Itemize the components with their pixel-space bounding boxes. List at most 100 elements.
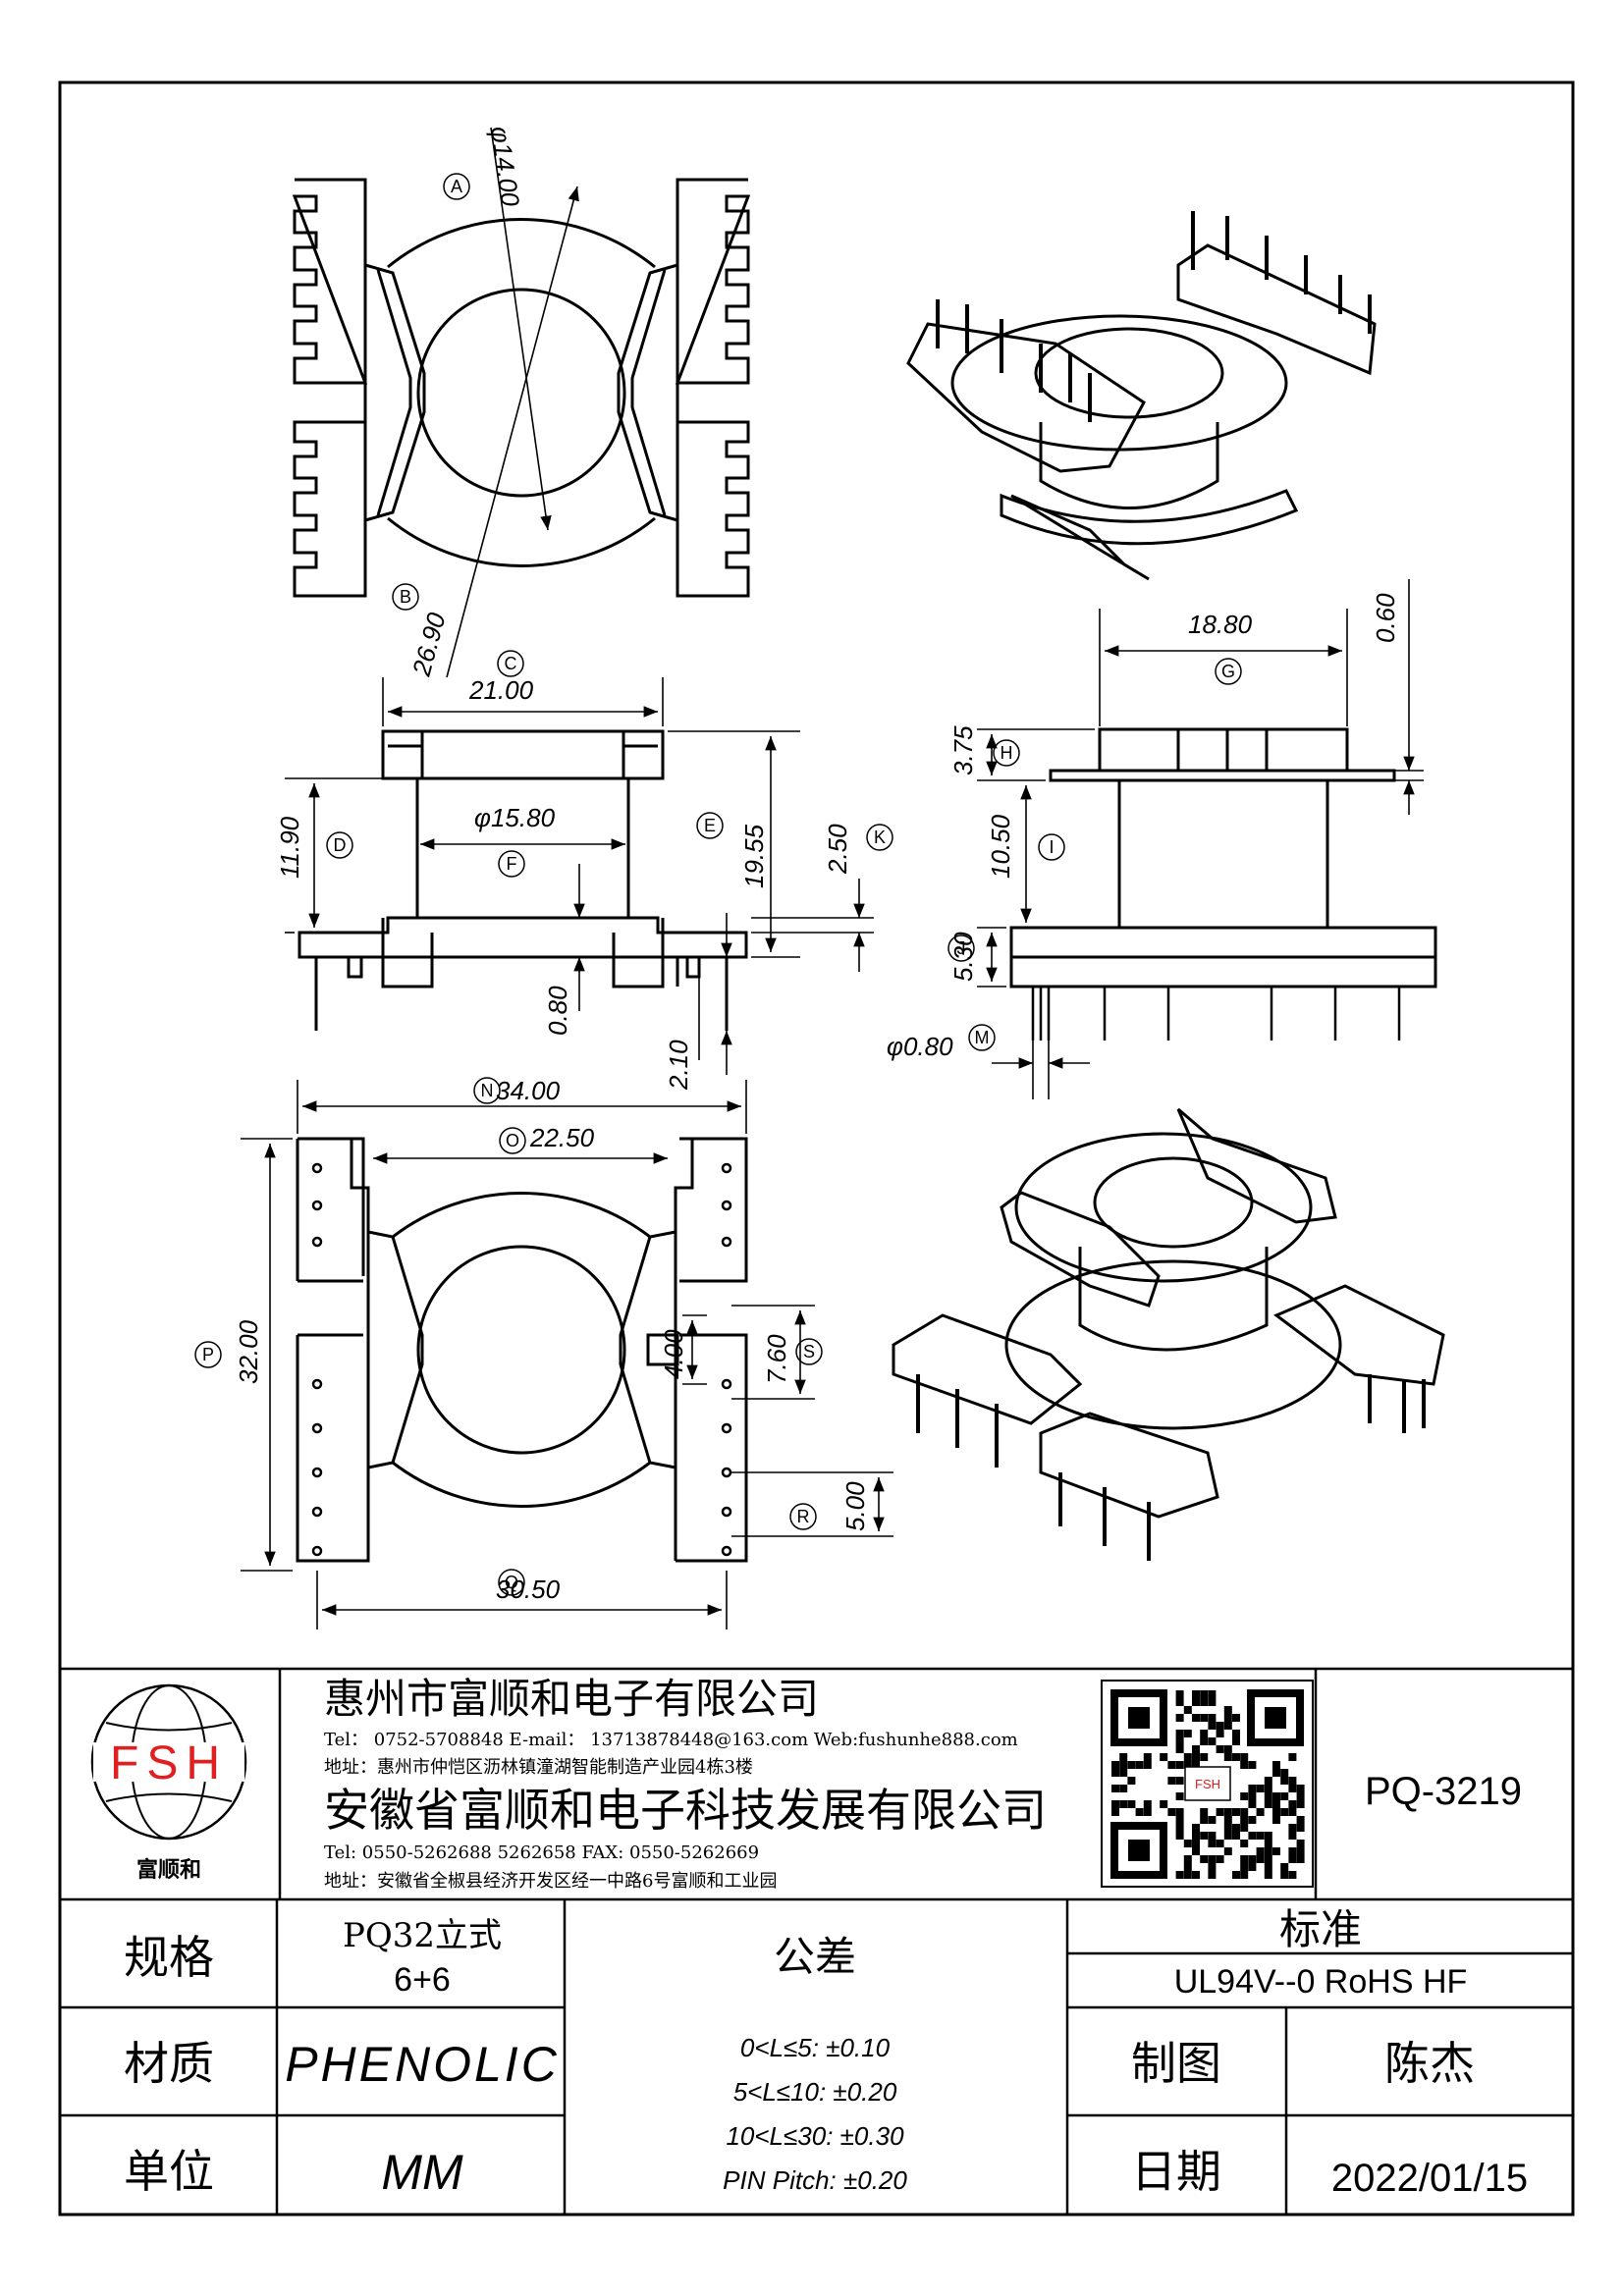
- dim-g-18-80: 18.80: [1188, 610, 1253, 639]
- qr-cell: [1288, 1753, 1297, 1761]
- qr-cell: [1216, 1722, 1224, 1730]
- qr-cell: [1208, 1737, 1217, 1745]
- qr-cell: [1175, 1730, 1184, 1737]
- qr-cell: [1175, 1816, 1184, 1824]
- unit-value: MM: [381, 2145, 463, 2200]
- qr-cell: [1288, 1800, 1297, 1808]
- qr-cell: [1167, 1777, 1176, 1785]
- qr-cell: [1135, 1808, 1144, 1816]
- dim-l-2-10: 2.10: [664, 1040, 693, 1091]
- qr-cell: [1111, 1808, 1119, 1816]
- qr-cell: [1232, 1753, 1240, 1761]
- svg-text:J: J: [957, 938, 966, 958]
- svg-text:P: P: [202, 1345, 214, 1364]
- qr-cell: [1223, 1706, 1232, 1714]
- qr-cell: [1272, 1761, 1280, 1769]
- qr-cell: [1223, 1808, 1232, 1816]
- qr-cell: [1208, 1840, 1217, 1847]
- svg-text:K: K: [874, 828, 886, 847]
- qr-cell: [1175, 1871, 1184, 1879]
- qr-cell: [1240, 1808, 1249, 1816]
- qr-cell: [1192, 1745, 1200, 1753]
- qr-cell: [1183, 1871, 1192, 1879]
- qr-cell: [1216, 1840, 1224, 1847]
- qr-cell: [1192, 1847, 1200, 1855]
- logo-text: FSH: [110, 1737, 228, 1789]
- dim-b-26-90: 26.90: [406, 609, 452, 679]
- qr-cell: [1175, 1714, 1184, 1722]
- title-block: [60, 1667, 1573, 2215]
- qr-cell: [1232, 1832, 1240, 1840]
- contact-2: Tel: 0550-5262688 5262658 FAX: 0550-5262…: [324, 1842, 759, 1863]
- qr-cell: [1264, 1792, 1272, 1800]
- qr-cell: [1288, 1855, 1297, 1863]
- qr-cell: [1208, 1855, 1217, 1863]
- qr-cell: [1200, 1698, 1209, 1706]
- company-1: 惠州市富顺和电子有限公司: [324, 1675, 819, 1723]
- qr-cell: [1296, 1792, 1305, 1800]
- qr-cell: [1175, 1761, 1184, 1769]
- qr-cell: [1240, 1824, 1249, 1832]
- qr-cell: [1127, 1761, 1136, 1769]
- qr-cell: [1240, 1753, 1249, 1761]
- dim-o-22-50: 22.50: [529, 1123, 595, 1152]
- qr-cell: [1280, 1808, 1289, 1816]
- spec-label: 规格: [124, 1931, 214, 1984]
- qr-cell: [1111, 1761, 1119, 1769]
- circle-label-letters: AB CD EF KG HI JM NO PQ RS: [202, 177, 1235, 1592]
- qr-cell: [1288, 1824, 1297, 1832]
- qr-cell: [1208, 1714, 1217, 1722]
- qr-cell: [1167, 1761, 1176, 1769]
- iso-view-top: [906, 211, 1377, 581]
- qr-cell: [1175, 1792, 1184, 1800]
- dim-p-32: 32.00: [234, 1319, 263, 1384]
- dim-r-5: 5.00: [840, 1481, 870, 1531]
- svg-text:N: N: [481, 1081, 494, 1100]
- dim-j-5-30: 5.30: [948, 932, 978, 982]
- qr-cell: [1111, 1769, 1119, 1777]
- dim-k-2-50: 2.50: [823, 824, 852, 875]
- standard-value: UL94V--0 RoHS HF: [1174, 1963, 1468, 2001]
- qr-cell: [1248, 1832, 1257, 1840]
- qr-cell: [1223, 1722, 1232, 1730]
- side-view-dims: [977, 579, 1424, 1099]
- qr-cell: [1111, 1785, 1119, 1792]
- qr-cell: [1280, 1777, 1289, 1785]
- qr-cell: [1280, 1769, 1289, 1777]
- dim-f-phi15-80: φ15.80: [474, 803, 556, 832]
- qr-cell: [1175, 1698, 1184, 1706]
- qr-cell: [1280, 1792, 1289, 1800]
- qr-cell: [1288, 1777, 1297, 1785]
- dim-c-21: 21.00: [468, 675, 534, 705]
- dim-g-0-60: 0.60: [1371, 593, 1400, 643]
- qr-cell: [1232, 1737, 1240, 1745]
- qr-cell: [1160, 1800, 1168, 1808]
- qr-cell: [1183, 1840, 1192, 1847]
- qr-cell: [1288, 1847, 1297, 1855]
- qr-cell: [1296, 1855, 1305, 1863]
- svg-text:Q: Q: [505, 1573, 518, 1592]
- qr-cell: [1272, 1792, 1280, 1800]
- qr-cell: [1223, 1745, 1232, 1753]
- qr-cell: [1248, 1785, 1257, 1792]
- qr-cell: [1160, 1753, 1168, 1761]
- qr-cell: [1272, 1800, 1280, 1808]
- bottom-view-dims: [241, 1080, 893, 1629]
- fsh-logo: FSH 富顺和: [90, 1683, 247, 1883]
- tolerance-line-4: PIN Pitch: ±0.20: [723, 2165, 907, 2195]
- qr-cell: [1264, 1847, 1272, 1855]
- qr-cell: [1200, 1714, 1209, 1722]
- qr-cell: [1175, 1824, 1184, 1832]
- qr-cell: [1248, 1761, 1257, 1769]
- qr-cell: [1183, 1855, 1192, 1863]
- qr-cell: [1288, 1808, 1297, 1816]
- dim-q-30-50: 30.50: [496, 1575, 561, 1604]
- qr-cell: [1200, 1808, 1209, 1816]
- qr-cell: [1200, 1690, 1209, 1698]
- drawn-label: 制图: [1131, 2037, 1221, 2090]
- qr-cell: [1143, 1753, 1152, 1761]
- qr-cell: [1183, 1863, 1192, 1871]
- qr-cell: [1119, 1753, 1128, 1761]
- date-value: 2022/01/15: [1331, 2157, 1528, 2200]
- qr-cell: [1175, 1690, 1184, 1698]
